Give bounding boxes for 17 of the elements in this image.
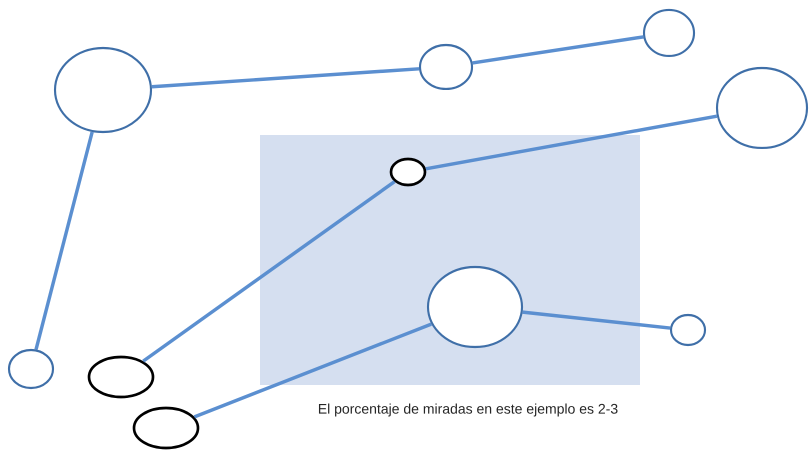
caption-text: El porcentaje de miradas en este ejemplo es 2-3 xyxy=(318,403,618,417)
connector-line xyxy=(194,322,432,418)
ellipse xyxy=(88,356,154,398)
connector-line xyxy=(522,310,670,330)
connector-line xyxy=(142,180,396,363)
connector-line xyxy=(152,67,420,88)
connector-line xyxy=(472,35,644,65)
circle xyxy=(670,314,706,346)
circle xyxy=(8,348,54,390)
connector-line xyxy=(426,114,718,170)
connector-line xyxy=(34,132,94,350)
circle xyxy=(54,46,152,134)
circle xyxy=(642,8,696,58)
circle xyxy=(418,44,474,90)
circle xyxy=(426,266,524,348)
circle xyxy=(716,66,808,150)
ellipse xyxy=(132,406,200,450)
